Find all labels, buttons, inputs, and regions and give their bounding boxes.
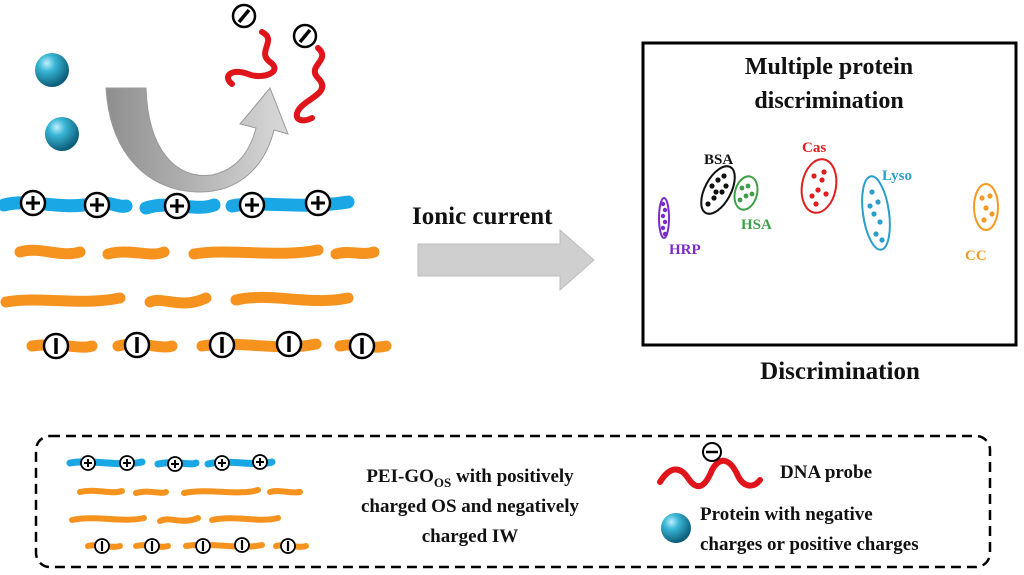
label-hsa: HSA [741,217,772,233]
legend-dna-label: DNA probe [780,462,872,483]
discrimination-panel: Multiple protein discrimination BSA HSA [641,41,1018,385]
cluster-lyso: Lyso [861,168,912,251]
protein-sphere-icon [45,117,79,151]
protein-sphere-icon [35,53,69,87]
panel-title-line2: discrimination [754,88,903,114]
membrane-schematic [0,3,392,360]
legend-protein-line2: charges or positive charges [700,534,919,555]
legend-dna-probe-icon [657,442,763,490]
label-hrp: HRP [669,242,701,258]
panel-caption: Discrimination [760,358,920,385]
label-cas: Cas [802,140,826,156]
cluster-hsa: HSA [733,175,772,233]
result-box [641,41,1018,347]
ionic-current-label: Ionic current [412,203,553,230]
release-arrow-icon [105,87,289,193]
panel-title-line1: Multiple protein [745,54,913,80]
cluster-cc: CC [965,183,999,264]
positive-outer-layer [0,189,355,220]
label-cc: CC [965,248,987,264]
legend-membrane-text-line2: charged OS and negatively [361,496,579,517]
negative-charge-icon [348,332,376,360]
cluster-bsa: BSA [700,152,736,215]
positive-charge-icon [304,189,332,217]
legend-membrane-text: PEI-GOOS with positively [366,466,574,490]
negative-charge-icon [123,331,151,359]
legend-box: PEI-GOOS with positively charged OS and … [34,434,992,569]
ionic-current-arrow-icon [417,228,595,292]
legend-protein-line1: Protein with negative [700,504,873,525]
negative-charge-icon [275,330,303,358]
positive-charge-icon [163,192,191,220]
legend-membrane-icon [66,454,309,555]
cluster-cas: Cas [800,140,838,214]
cluster-hrp: HRP [658,197,701,258]
legend-protein-sphere-icon [661,513,691,543]
positive-charge-icon [19,189,47,217]
legend-membrane-text-line3: charged IW [422,526,519,547]
inner-wall-layers [0,244,392,353]
dna-probe-icon [225,3,278,87]
dna-probe-icon [292,23,326,124]
negative-charge-icon [208,331,236,359]
label-bsa: BSA [704,152,733,168]
positive-charge-icon [83,191,111,219]
label-lyso: Lyso [882,168,912,184]
positive-charge-icon [238,191,266,219]
negative-charge-icon [42,332,70,360]
ionic-current-section: Ionic current [412,203,595,292]
